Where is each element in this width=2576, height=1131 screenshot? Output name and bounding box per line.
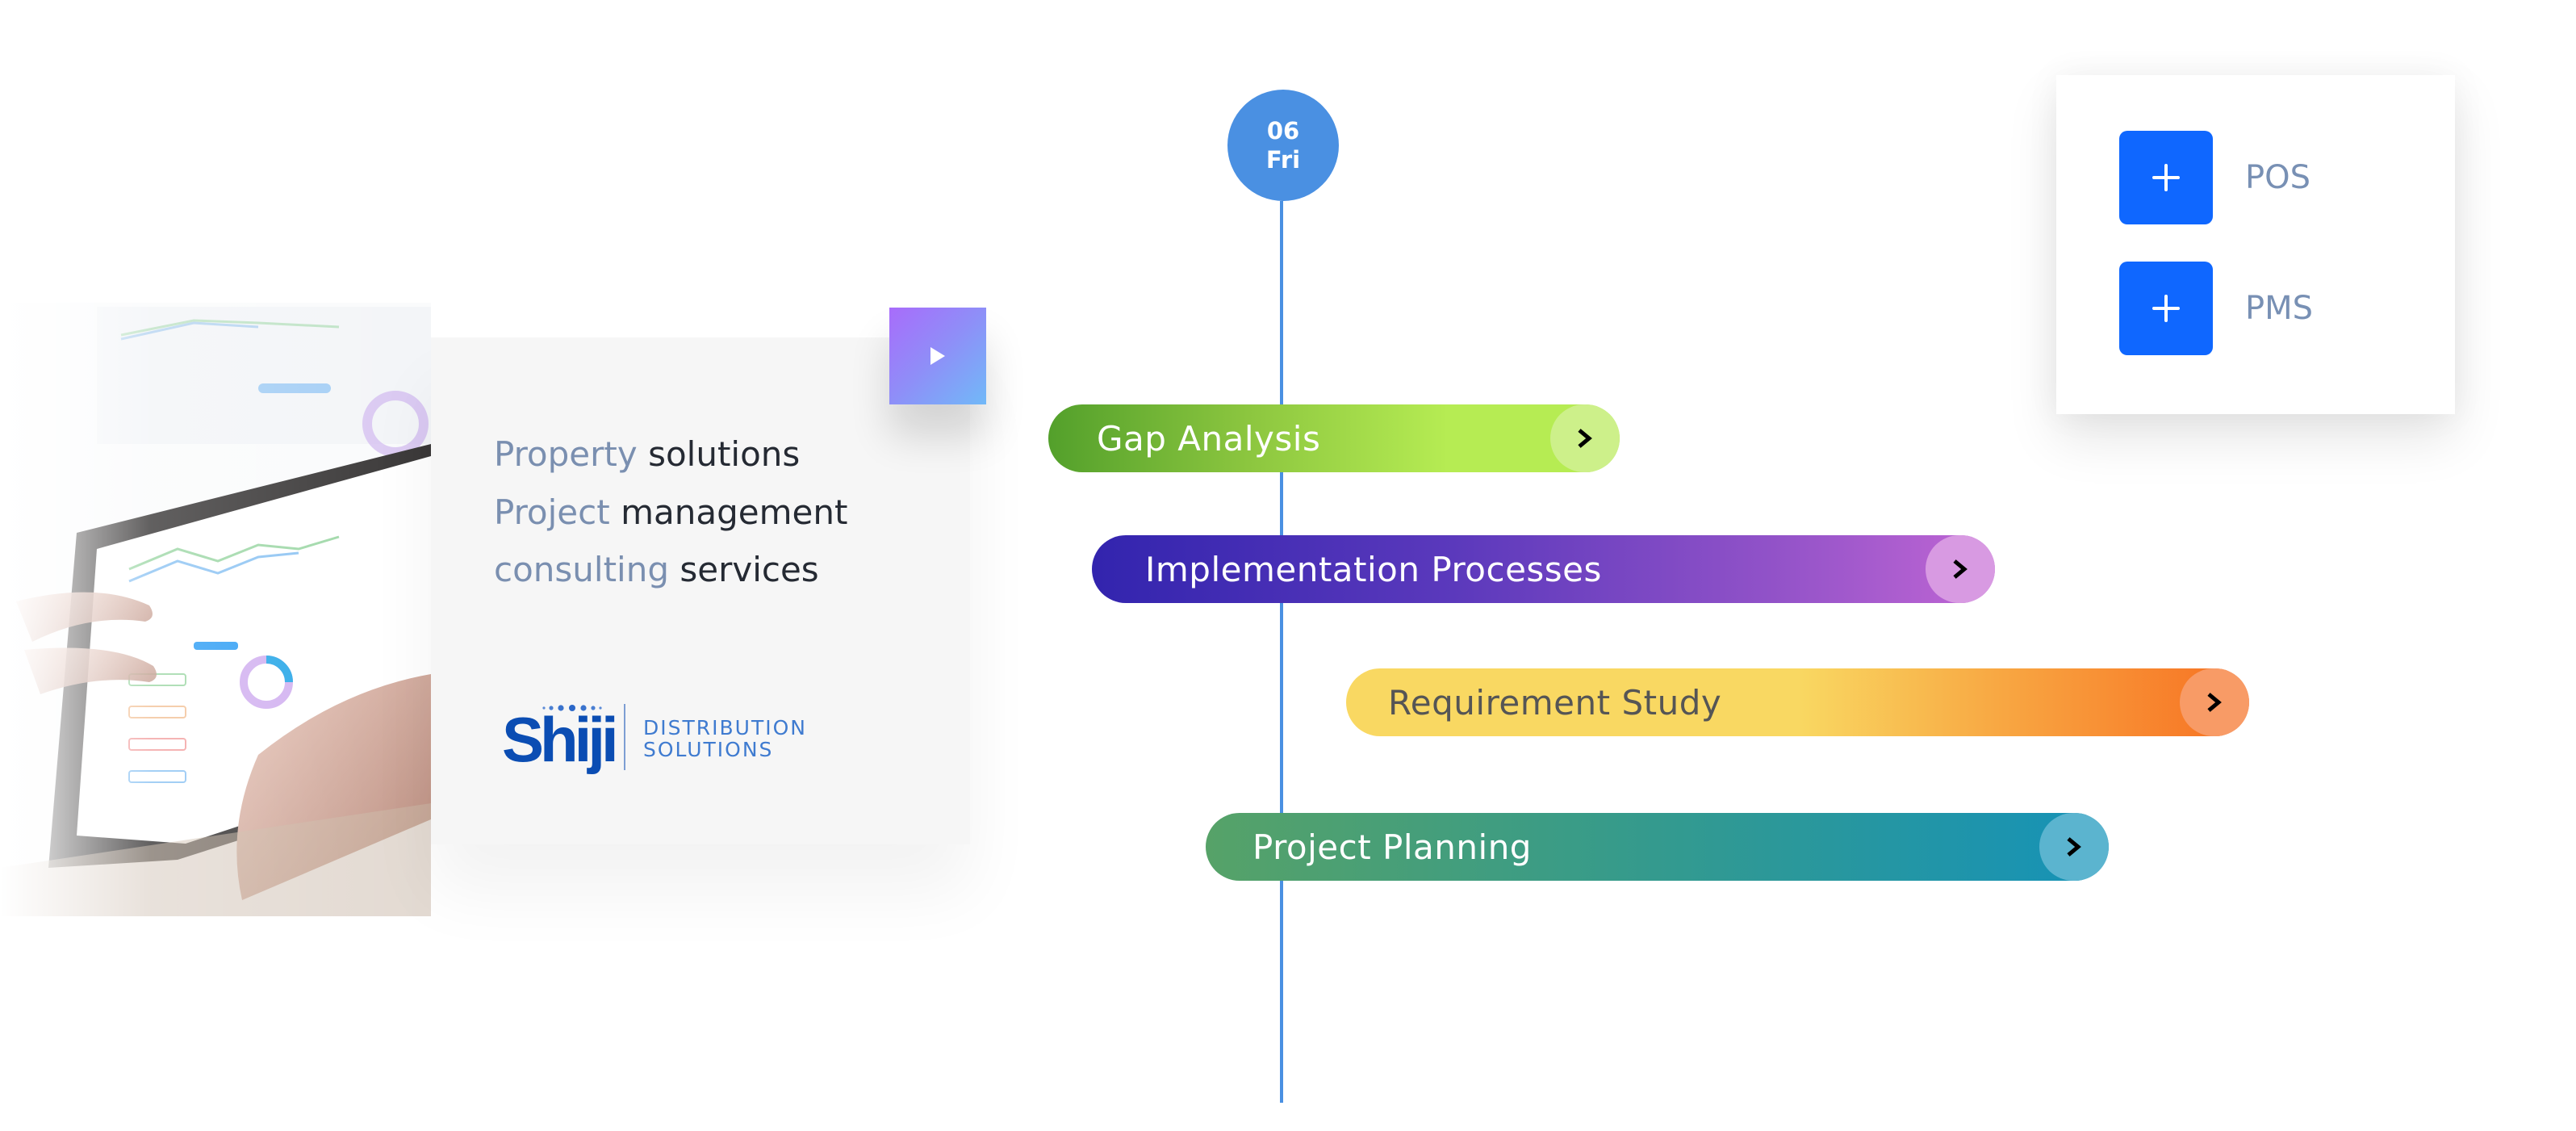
module-label: POS (2245, 159, 2310, 196)
tagline-line-1: Property solutions (494, 434, 800, 474)
tagline-main: services (680, 550, 819, 589)
hero-tablet-photo (0, 303, 431, 916)
chevron-right-icon (1953, 559, 1968, 579)
add-pos-button[interactable] (2119, 131, 2213, 224)
tagline-accent: consulting (494, 550, 669, 589)
phase-project-planning[interactable]: Project Planning (1206, 813, 2109, 881)
tagline-main: solutions (648, 434, 801, 474)
logo-divider (624, 704, 625, 770)
phase-open-button[interactable] (1550, 404, 1620, 472)
play-icon (930, 347, 945, 365)
logo-subtitle-line-2: SOLUTIONS (643, 738, 774, 761)
add-pms-button[interactable] (2119, 262, 2213, 355)
logo-subtitle-line-1: DISTRIBUTION (643, 716, 807, 739)
logo-wordmark: Shiji (502, 704, 619, 775)
phase-open-button[interactable] (2039, 813, 2109, 881)
phase-open-button[interactable] (2180, 668, 2249, 736)
date-badge: 06 Fri (1227, 90, 1339, 201)
chevron-right-icon (1578, 429, 1592, 448)
plus-icon (2152, 295, 2180, 322)
tagline-line-2: Project management (494, 492, 847, 532)
phase-implementation-processes[interactable]: Implementation Processes (1092, 535, 1995, 603)
tagline-main: management (621, 492, 848, 532)
modules-card: POS PMS (2056, 75, 2455, 414)
date-day: 06 (1266, 117, 1300, 145)
phase-label: Project Planning (1252, 827, 1532, 867)
tagline-accent: Property (494, 434, 638, 474)
phase-requirement-study[interactable]: Requirement Study (1346, 668, 2249, 736)
play-button[interactable] (889, 308, 986, 404)
phase-label: Implementation Processes (1145, 549, 1602, 589)
logo-dots-icon (542, 705, 602, 711)
phase-label: Requirement Study (1388, 682, 1722, 723)
module-pms[interactable]: PMS (2119, 262, 2313, 355)
date-weekday: Fri (1265, 146, 1301, 174)
phase-gap-analysis[interactable]: Gap Analysis (1048, 404, 1620, 472)
shiji-logo: Shiji DISTRIBUTION SOLUTIONS (502, 701, 817, 773)
info-card (431, 337, 970, 844)
phase-open-button[interactable] (1926, 535, 1995, 603)
chevron-right-icon (2207, 693, 2222, 712)
timeline-axis (1280, 201, 1283, 1103)
tagline-line-3: consulting services (494, 550, 819, 589)
tagline-accent: Project (494, 492, 610, 532)
phase-label: Gap Analysis (1097, 418, 1321, 459)
chevron-right-icon (2067, 837, 2081, 857)
module-pos[interactable]: POS (2119, 131, 2310, 224)
plus-icon (2152, 164, 2180, 191)
module-label: PMS (2245, 290, 2314, 327)
tablet-dashboard-illustration (0, 303, 431, 916)
